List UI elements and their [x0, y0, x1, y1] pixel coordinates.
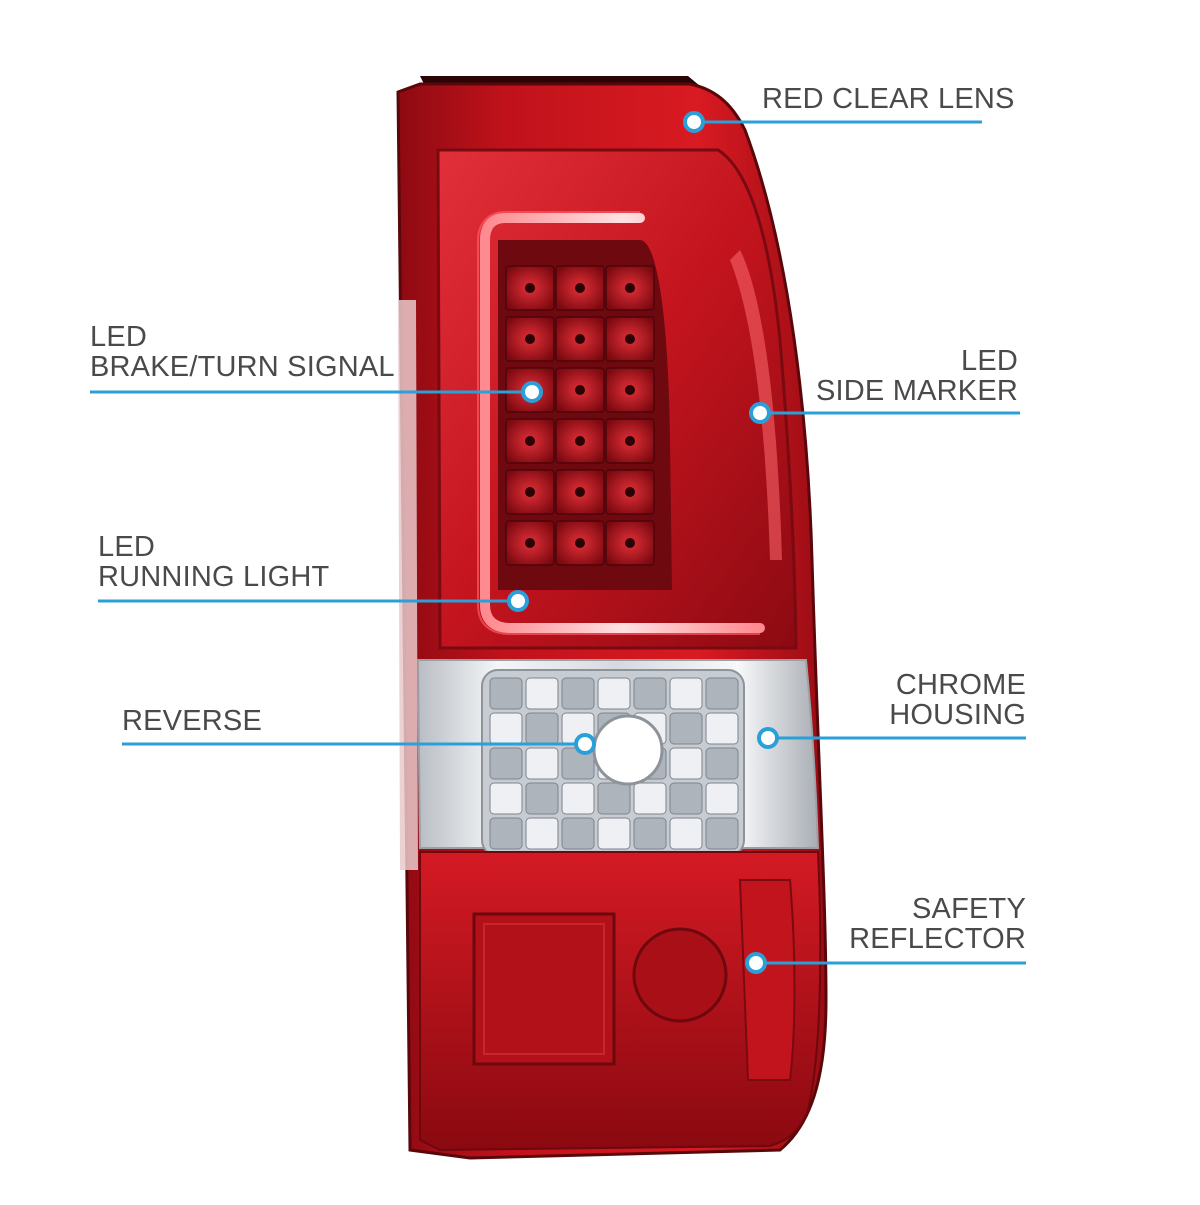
label-line: BRAKE/TURN SIGNAL [90, 351, 395, 383]
crystal-facet [489, 817, 523, 850]
led-diode [575, 334, 585, 344]
crystal-facet [561, 817, 595, 850]
led-diode [525, 487, 535, 497]
label-line: SIDE MARKER [815, 375, 1018, 407]
callout-dot-led-side-marker [749, 402, 771, 424]
crystal-facet [525, 817, 559, 850]
crystal-facet [633, 782, 667, 815]
label-led-running-light: LED RUNNING LIGHT [98, 532, 329, 592]
led-diode [625, 436, 635, 446]
crystal-facet [561, 782, 595, 815]
crystal-facet [705, 747, 739, 780]
crystal-facet [489, 677, 523, 710]
label-line: CHROME [895, 669, 1026, 701]
crystal-facet [489, 712, 523, 745]
square-reflector [472, 912, 616, 1066]
label-safety-reflector: SAFETY REFLECTOR [849, 894, 1026, 954]
led-diode [575, 385, 585, 395]
safety-reflector-strip [738, 879, 796, 1081]
callout-dot-reverse [574, 733, 596, 755]
crystal-facet [525, 747, 559, 780]
side-marker-strip [730, 250, 782, 560]
crystal-facet [489, 782, 523, 815]
led-diode [625, 385, 635, 395]
crystal-facet [669, 782, 703, 815]
led-diode [575, 538, 585, 548]
crystal-facet [705, 817, 739, 850]
label-line: RED CLEAR LENS [762, 83, 1015, 115]
crystal-facet [633, 817, 667, 850]
label-line: HOUSING [889, 699, 1026, 731]
label-line: LED [90, 321, 148, 353]
label-line: LED [98, 531, 156, 563]
reverse-crystal-pattern [489, 677, 739, 850]
crystal-facet [705, 712, 739, 745]
crystal-facet [705, 677, 739, 710]
crystal-facet [525, 677, 559, 710]
label-led-side-marker: LED SIDE MARKER [816, 346, 1018, 406]
callout-dot-chrome-housing [757, 727, 779, 749]
crystal-facet [525, 782, 559, 815]
crystal-facet [669, 747, 703, 780]
round-reflector [632, 927, 728, 1023]
crystal-facet [489, 747, 523, 780]
crystal-facet [597, 677, 631, 710]
crystal-facet [597, 817, 631, 850]
crystal-facet [705, 782, 739, 815]
label-line: RUNNING LIGHT [98, 561, 330, 593]
label-line: LED [960, 345, 1018, 377]
led-diode [575, 436, 585, 446]
lens-left-edge [398, 300, 418, 870]
crystal-facet [669, 712, 703, 745]
callout-dot-led-brake-turn [521, 381, 543, 403]
callout-dot-led-running-light [507, 590, 529, 612]
led-diode [575, 283, 585, 293]
crystal-facet [597, 782, 631, 815]
callout-dot-red-clear-lens [683, 111, 705, 133]
label-line: REFLECTOR [849, 923, 1026, 955]
crystal-facet [561, 677, 595, 710]
callout-dot-safety-reflector [745, 952, 767, 974]
led-diode [625, 334, 635, 344]
crystal-facet [669, 677, 703, 710]
led-diode [525, 538, 535, 548]
crystal-facet [525, 712, 559, 745]
label-line: SAFETY [912, 893, 1026, 925]
led-diode [625, 538, 635, 548]
square-reflector-inner [483, 923, 605, 1055]
label-chrome-housing: CHROME HOUSING [889, 670, 1026, 730]
label-line: REVERSE [122, 705, 262, 737]
led-diode [625, 487, 635, 497]
led-diode [625, 283, 635, 293]
callout-lines [90, 111, 1026, 974]
label-reverse: REVERSE [122, 706, 262, 736]
label-red-clear-lens: RED CLEAR LENS [762, 84, 1015, 114]
led-diode [575, 487, 585, 497]
label-led-brake-turn-signal: LED BRAKE/TURN SIGNAL [90, 322, 395, 382]
bulb-socket [592, 714, 664, 786]
led-diode [525, 283, 535, 293]
running-light-tube [480, 213, 765, 633]
led-diode [525, 436, 535, 446]
crystal-facet [669, 817, 703, 850]
led-diode [525, 334, 535, 344]
crystal-facet [633, 677, 667, 710]
running-light-tube-edge [477, 211, 760, 635]
